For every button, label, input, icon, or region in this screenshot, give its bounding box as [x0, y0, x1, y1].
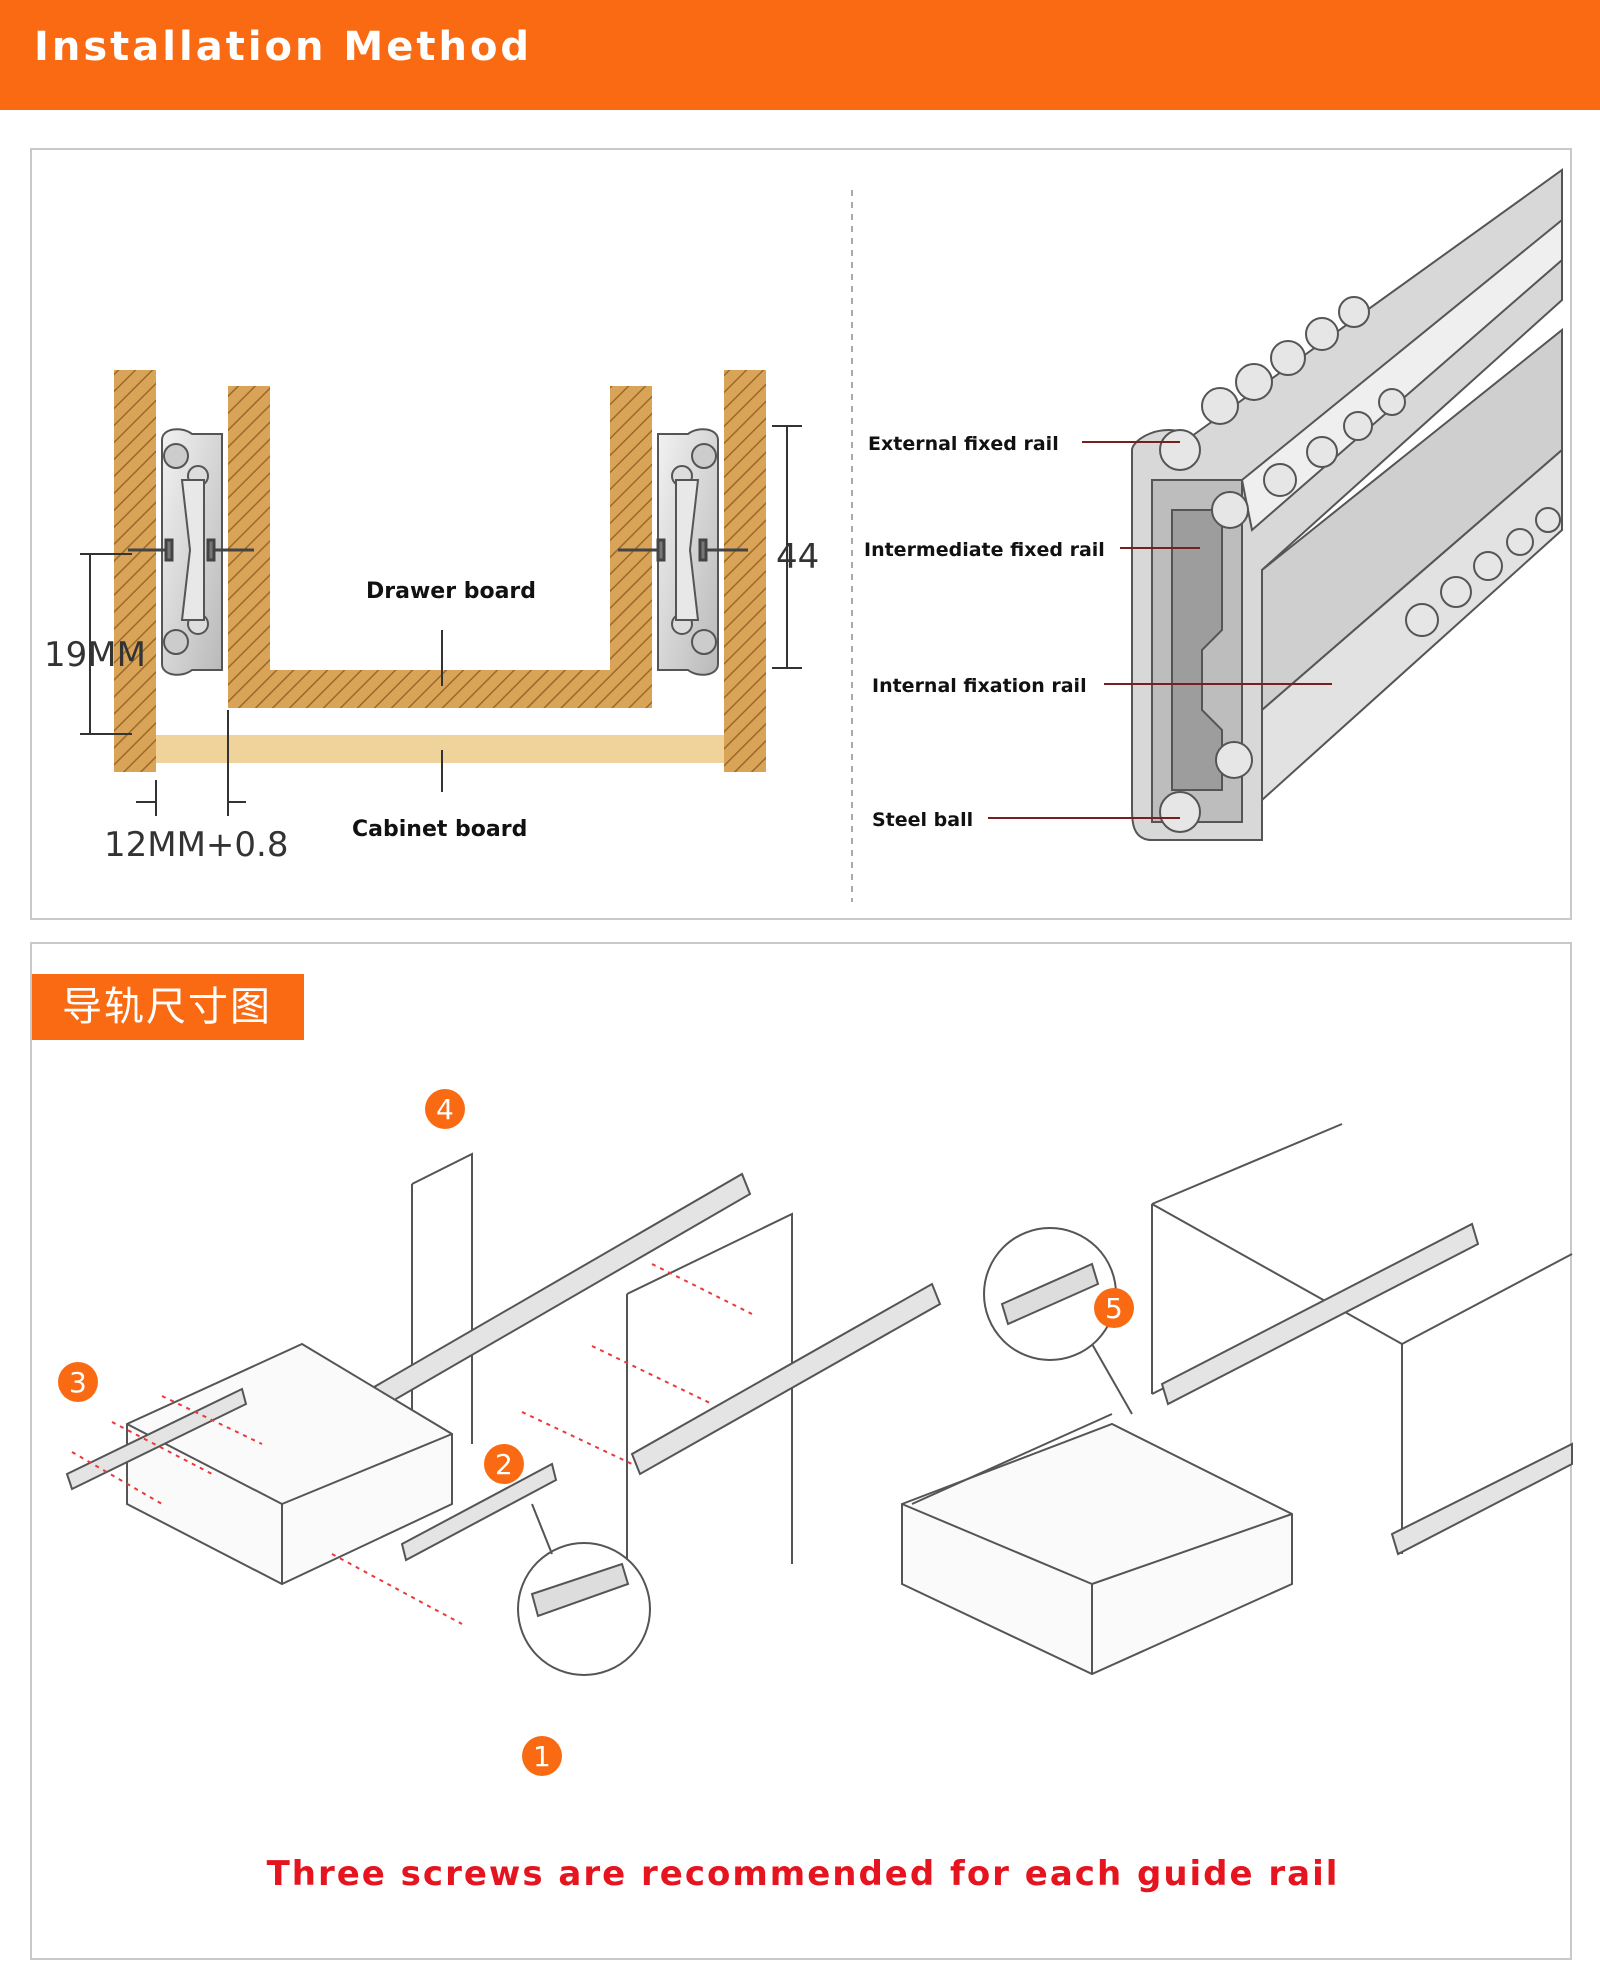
cabinet-wall-left — [114, 370, 156, 772]
dimension-lines — [80, 425, 802, 816]
screw-guides — [71, 1263, 753, 1625]
external-rail-label: External fixed rail — [868, 433, 1059, 455]
drawer-board — [228, 386, 652, 708]
cross-section-diagram: 19MM 12MM+0.8 44 Drawer board Cabinet bo… — [44, 168, 1563, 902]
step-5-number: 5 — [1105, 1292, 1123, 1325]
drawer-box — [126, 1342, 453, 1586]
dim-rail-label: 44 — [776, 537, 819, 577]
rail-size-tag: 导轨尺寸图 — [32, 974, 304, 1040]
installation-steps-diagram: 4 3 2 1 5 — [58, 1089, 1573, 1776]
steps-panel: 导轨尺寸图 — [30, 942, 1573, 1960]
cabinet-rails — [360, 1172, 942, 1476]
step-markers: 4 3 2 1 5 — [58, 1089, 1134, 1776]
step-3-number: 3 — [69, 1366, 87, 1399]
cabinet-wall-right — [724, 370, 766, 772]
rail-left — [161, 428, 223, 676]
dim-height-label: 19MM — [44, 635, 146, 675]
leader-lines — [988, 441, 1332, 819]
drawer-box-right — [901, 1413, 1293, 1676]
internal-rail-label: Internal fixation rail — [872, 675, 1087, 697]
header-bar: Installation Method — [0, 0, 1600, 110]
cabinet-right-rails — [1160, 1222, 1573, 1556]
step-4-number: 4 — [436, 1093, 454, 1126]
screw-recommendation: Three screws are recommended for each gu… — [266, 1854, 1340, 1894]
intermediate-rail-label: Intermediate fixed rail — [864, 539, 1105, 561]
step-3-marker — [58, 1362, 98, 1402]
drawer-rails — [65, 1387, 558, 1562]
step-1-marker — [522, 1736, 562, 1776]
installation-diagram-panel: 19MM 12MM+0.8 44 Drawer board Cabinet bo… — [30, 148, 1572, 920]
step-5-marker — [1094, 1288, 1134, 1328]
screws-cross-section — [128, 538, 748, 562]
step-2-marker — [484, 1444, 524, 1484]
step-4-marker — [425, 1089, 465, 1129]
cabinet-left — [411, 1152, 793, 1584]
dim-gap-label: 12MM+0.8 — [104, 825, 289, 865]
drawer-board-label: Drawer board — [366, 579, 536, 604]
page-title: Installation Method — [34, 24, 533, 70]
rail-right — [657, 428, 719, 676]
cabinet-board — [156, 735, 724, 763]
step-1-number: 1 — [533, 1740, 551, 1773]
cabinet-board-label: Cabinet board — [352, 817, 527, 842]
steel-ball-label: Steel ball — [872, 809, 973, 831]
step-2-number: 2 — [495, 1448, 513, 1481]
rail-cutaway-3d — [1131, 168, 1563, 841]
